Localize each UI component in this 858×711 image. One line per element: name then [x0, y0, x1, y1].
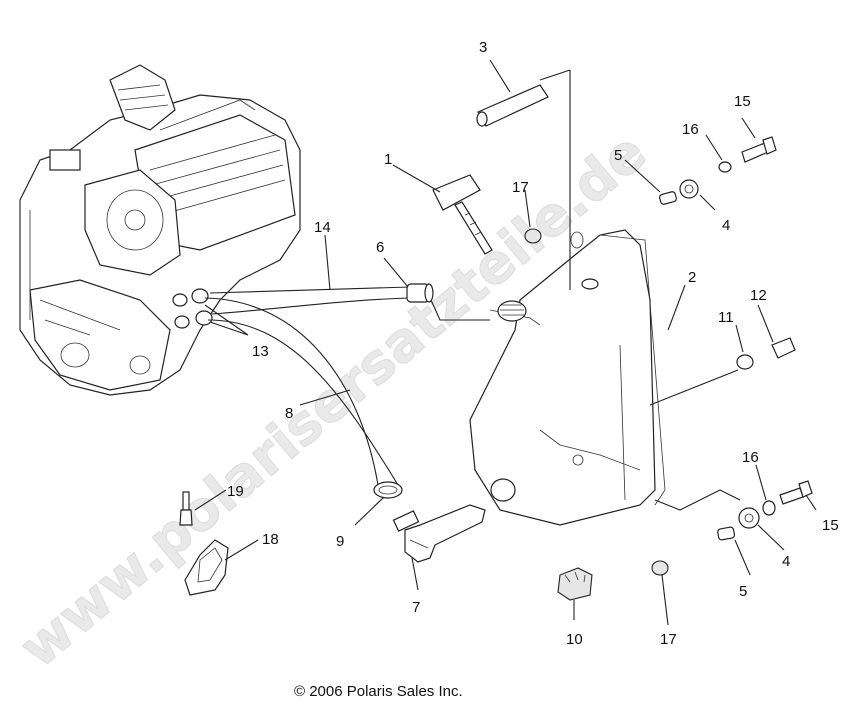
elbow-fitting-7 [392, 504, 486, 563]
fitting-12 [771, 337, 796, 359]
nut-17-upper [524, 228, 542, 244]
washer-11 [736, 354, 754, 370]
callout-4-lower: 4 [782, 553, 790, 570]
callout-7: 7 [412, 599, 420, 616]
callout-14: 14 [314, 219, 331, 236]
callout-11: 11 [718, 309, 734, 326]
callout-5-upper: 5 [614, 147, 622, 164]
callout-5-lower: 5 [739, 583, 747, 600]
spacer-5-lower [717, 526, 736, 541]
callout-labels: 1 2 3 4 4 5 5 6 7 8 9 10 11 12 13 14 15 … [227, 39, 839, 648]
hose-14 [209, 286, 411, 315]
bolt-15-upper [741, 136, 777, 163]
callout-17-lower: 17 [660, 631, 677, 648]
callout-17-upper: 17 [512, 179, 529, 196]
callout-19: 19 [227, 483, 244, 500]
bolt-15-lower [779, 480, 813, 505]
callout-12: 12 [750, 287, 767, 304]
callout-15-upper: 15 [734, 93, 751, 110]
leader-lines [194, 59, 817, 626]
callout-16-upper: 16 [682, 121, 699, 138]
push-pin-19 [179, 491, 193, 526]
callout-9: 9 [336, 533, 344, 550]
callout-1: 1 [384, 151, 392, 168]
callout-8: 8 [285, 405, 293, 422]
washer-16-lower [762, 500, 776, 516]
spacer-5-upper [659, 191, 677, 205]
washer-16-upper [718, 161, 732, 173]
callout-15-lower: 15 [822, 517, 839, 534]
callout-4-upper: 4 [722, 217, 730, 234]
cap-10 [557, 567, 593, 601]
oil-tank-2 [469, 229, 666, 526]
callout-16-lower: 16 [742, 449, 759, 466]
hose-8 [204, 297, 399, 486]
callout-3: 3 [479, 39, 487, 56]
clamp-strap-18 [184, 539, 229, 596]
callout-2: 2 [688, 269, 696, 286]
copyright-text: © 2006 Polaris Sales Inc. [294, 683, 463, 700]
callout-6: 6 [376, 239, 384, 256]
engine-assembly [19, 64, 301, 396]
callout-13: 13 [252, 343, 269, 360]
clamp-9 [373, 481, 403, 499]
nut-17-lower [651, 560, 669, 576]
callout-18: 18 [262, 531, 279, 548]
clamp-6 [406, 283, 434, 303]
vent-tube-3 [476, 84, 549, 127]
fill-cap-1 [432, 174, 493, 255]
callout-10: 10 [566, 631, 583, 648]
grommet-4-upper [679, 179, 699, 199]
grommet-4-lower [738, 507, 760, 529]
